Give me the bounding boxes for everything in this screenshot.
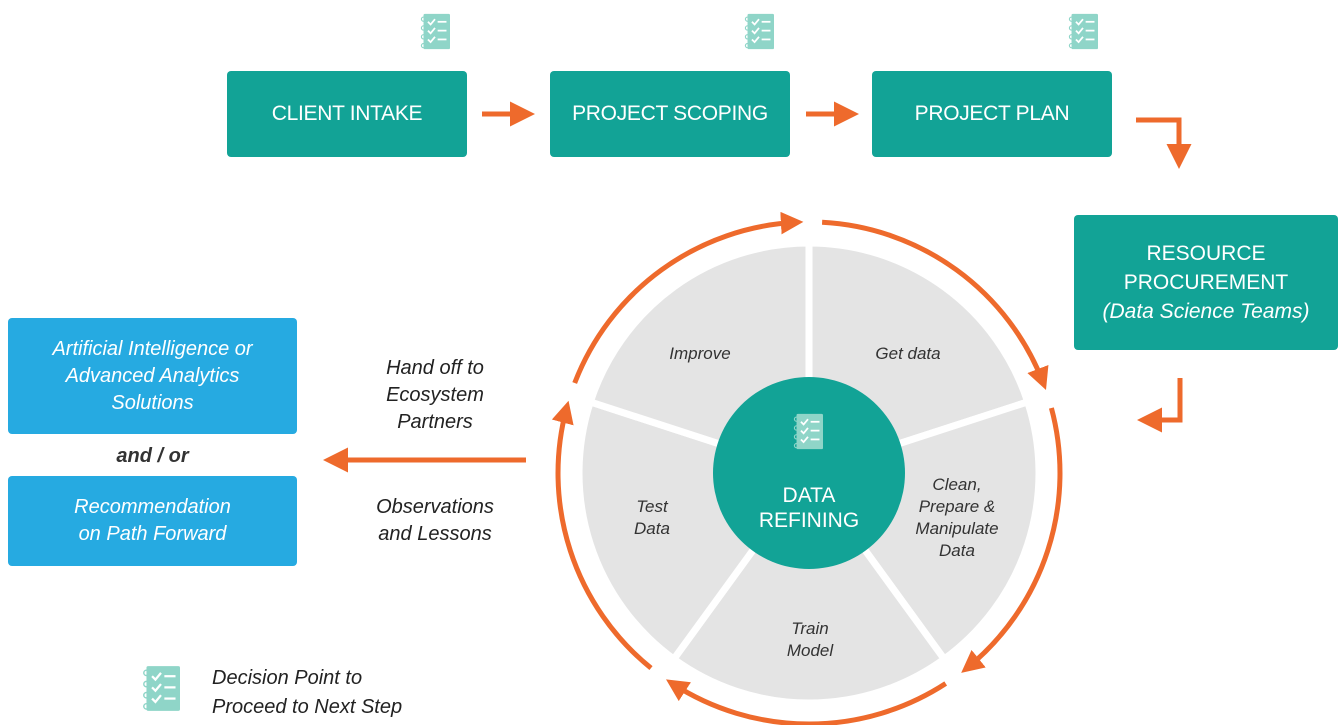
resource-line2: PROCUREMENT xyxy=(1123,271,1289,294)
segment-label-test: Test Data xyxy=(634,497,670,538)
and-or-label: and / or xyxy=(116,445,189,467)
segment-label-get-data: Get data xyxy=(875,344,941,363)
segment-train xyxy=(668,467,950,707)
project-plan-label: PROJECT PLAN xyxy=(914,102,1070,125)
checklist-icon xyxy=(1068,13,1098,50)
ring-arrow xyxy=(821,219,1049,391)
checklist-icon xyxy=(793,413,823,450)
rec-line2: on Path Forward xyxy=(78,523,227,545)
ring-arrow xyxy=(666,679,948,725)
resource-line3: (Data Science Teams) xyxy=(1102,300,1310,323)
ring-arrow xyxy=(572,211,804,384)
legend-label: Decision Point to Proceed to Next Step xyxy=(212,664,402,722)
ring-arrow xyxy=(551,400,653,671)
ai-line2: Advanced Analytics xyxy=(65,364,240,387)
obs-line1: Observations xyxy=(376,496,494,518)
legend-line2: Proceed to Next Step xyxy=(212,696,403,718)
segment-label-train: Train Model xyxy=(786,619,834,660)
ai-line1: Artificial Intelligence or xyxy=(52,337,253,360)
project-plan-box: PROJECT PLAN xyxy=(872,71,1112,157)
ring-arrow xyxy=(961,407,1063,673)
project-scoping-box: PROJECT SCOPING xyxy=(550,71,790,157)
center-title: DATA REFINING xyxy=(758,484,860,532)
rec-line1: Recommendation xyxy=(74,496,231,518)
client-intake-label: CLIENT INTAKE xyxy=(271,102,423,125)
cycle-ring xyxy=(551,211,1063,725)
arrow-resource-to-cycle xyxy=(1137,378,1183,433)
ai-line3: Solutions xyxy=(111,391,194,414)
recommendation-box: Recommendation on Path Forward xyxy=(8,476,297,566)
handoff-line1: Hand off to xyxy=(386,357,484,379)
checklist-icon xyxy=(142,666,180,711)
client-intake-box: CLIENT INTAKE xyxy=(227,71,467,157)
resource-line1: RESOURCE xyxy=(1146,242,1266,265)
resource-procurement-box: RESOURCE PROCUREMENT (Data Science Teams… xyxy=(1074,215,1338,350)
segment-label-clean: Clean, Prepare & Manipulate Data xyxy=(915,475,999,560)
observations-label: Observations and Lessons xyxy=(340,494,530,548)
segment-label-improve: Improve xyxy=(669,344,731,363)
checklist-icon xyxy=(744,13,774,50)
legend-line1: Decision Point to xyxy=(212,667,363,689)
arrow-plan-to-resource xyxy=(1136,117,1192,169)
checklist-icon xyxy=(420,13,450,50)
obs-line2: and Lessons xyxy=(378,523,492,545)
handoff-line2: Ecosystem xyxy=(386,384,484,406)
handoff-label: Hand off to Ecosystem Partners xyxy=(340,355,530,436)
ai-solutions-box: Artificial Intelligence or Advanced Anal… xyxy=(8,318,297,434)
handoff-line3: Partners xyxy=(397,411,473,433)
project-scoping-label: PROJECT SCOPING xyxy=(572,102,768,125)
center-circle xyxy=(713,377,905,569)
